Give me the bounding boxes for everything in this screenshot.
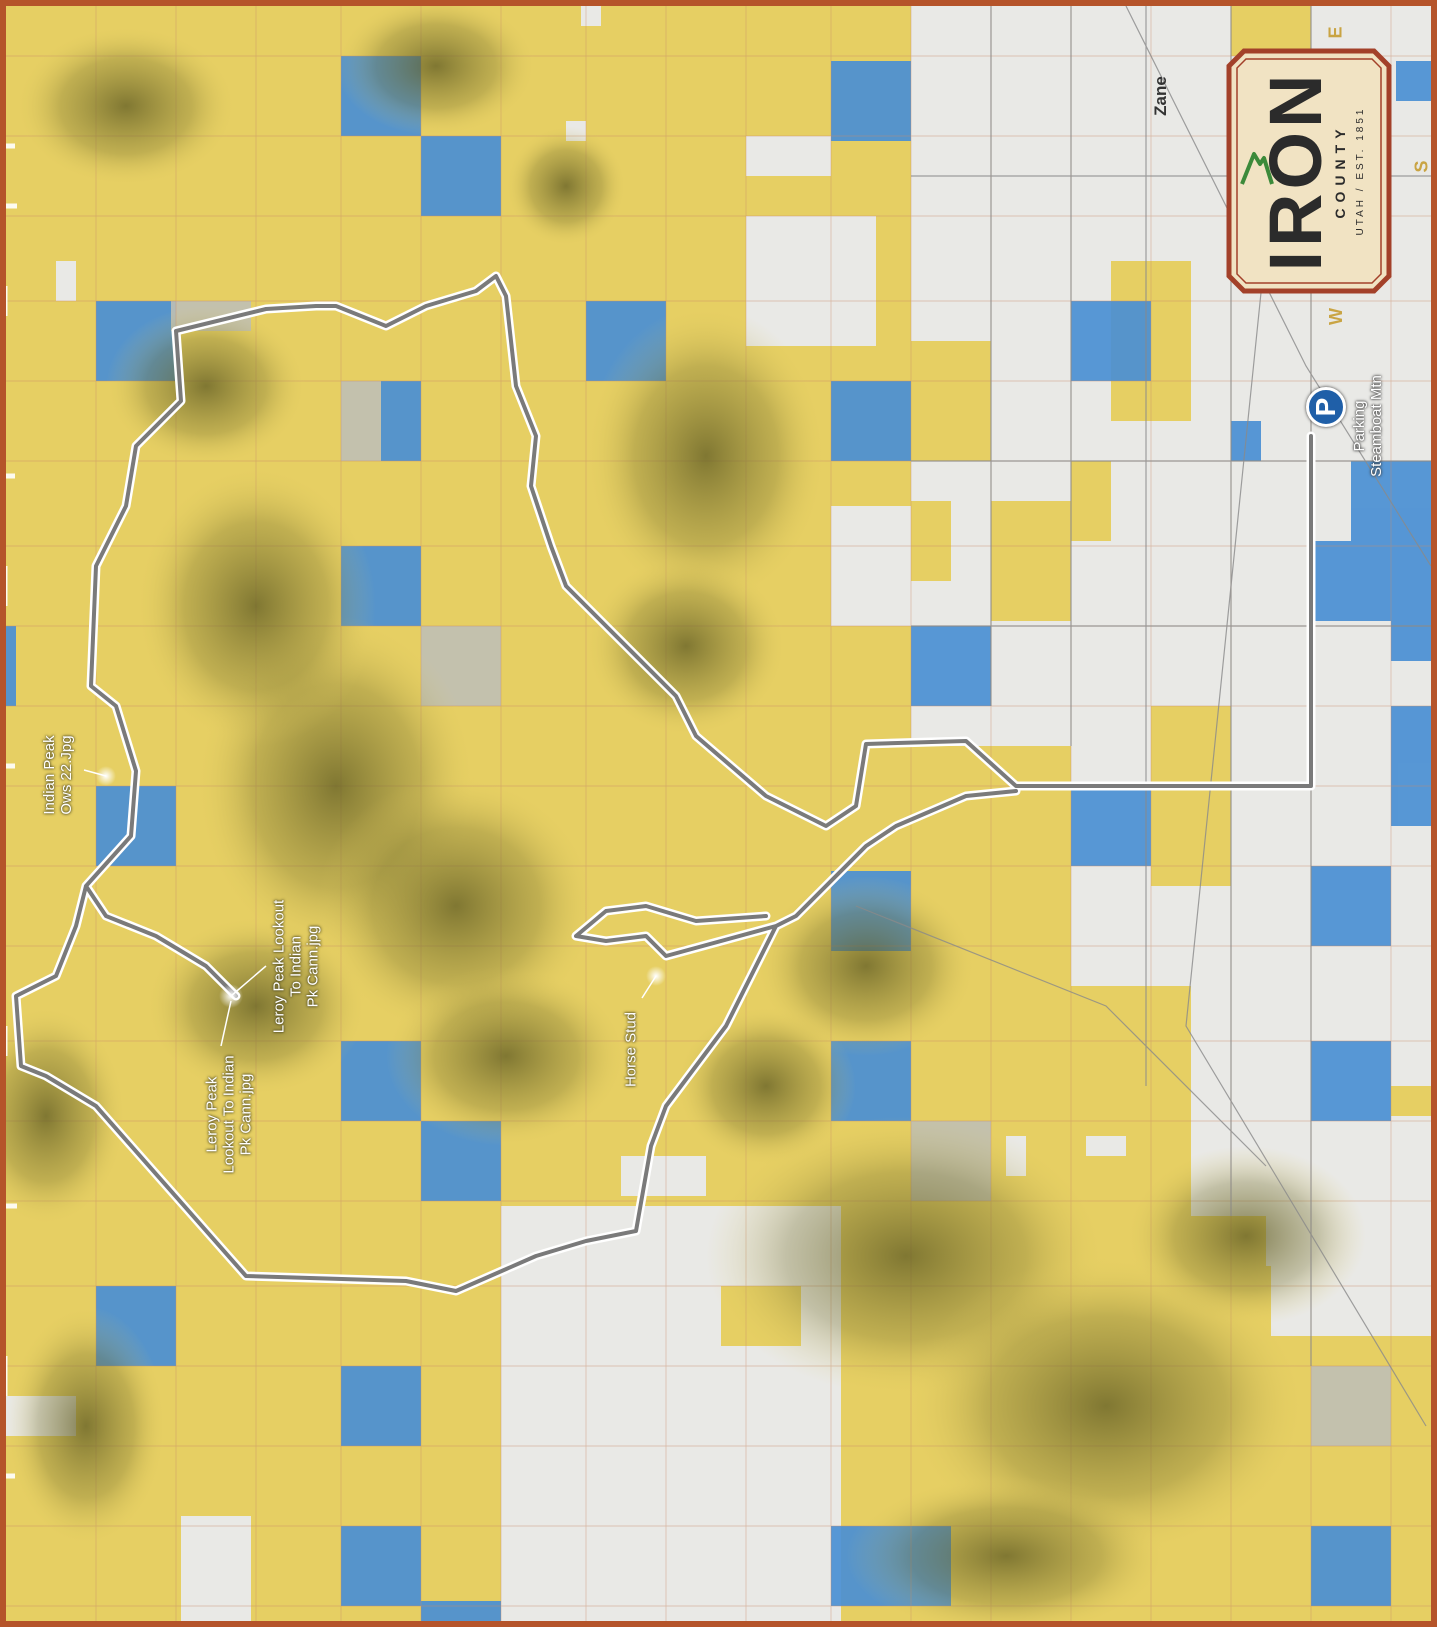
valley-roads xyxy=(855,6,1431,1427)
label-line: Leroy Peak Lookout xyxy=(270,899,288,1034)
label-indian-peak: Indian Peak Ows 22.Jpg xyxy=(41,720,75,830)
mountain-icon xyxy=(1240,152,1274,185)
trail-line[interactable] xyxy=(14,274,1313,1293)
label-leroy-peak: Leroy Peak Lookout To Indian Pk Cann.jpg xyxy=(204,1030,255,1200)
label-line: Lookout To Indian xyxy=(220,1055,238,1174)
edge-title-strip xyxy=(6,143,17,1479)
label-leroy-peak-lookout: Leroy Peak Lookout To Indian Pk Cann.jpg xyxy=(271,872,322,1062)
logo-tagline: UTAH / EST. 1851 xyxy=(1355,107,1366,236)
label-line: Pk Cann.jpg xyxy=(237,1073,255,1156)
terrain-relief xyxy=(6,6,1366,1621)
label-line: Ows 22.Jpg xyxy=(58,735,75,815)
label-line: Parking xyxy=(1351,400,1368,452)
label-leaders xyxy=(83,405,1347,1047)
compass-west: W xyxy=(1326,308,1346,325)
parking-icon[interactable]: P xyxy=(1306,387,1346,427)
label-horse-stud: Horse Stud xyxy=(623,1005,640,1095)
compass-south: S xyxy=(1411,160,1432,173)
map-canvas[interactable] xyxy=(6,6,1431,1621)
label-line: Horse Stud xyxy=(622,1011,640,1088)
logo-sub: COUNTY xyxy=(1332,123,1348,218)
label-line: Pk Cann.jpg xyxy=(304,925,322,1008)
trail-route[interactable] xyxy=(11,271,1316,1296)
private-inset xyxy=(721,6,1431,1346)
label-line: Indian Peak xyxy=(41,735,58,815)
town-label-zane: Zane xyxy=(1150,76,1170,116)
label-line: Steamboat Mtn xyxy=(1368,375,1385,477)
label-parking: Parking Steamboat Mtn xyxy=(1351,366,1385,486)
iron-county-logo[interactable]: IRON COUNTY UTAH / EST. 1851 xyxy=(1224,46,1394,296)
label-line: Leroy Peak xyxy=(203,1076,221,1153)
label-line: To Indian xyxy=(287,936,305,997)
compass-east: E xyxy=(1325,26,1346,39)
